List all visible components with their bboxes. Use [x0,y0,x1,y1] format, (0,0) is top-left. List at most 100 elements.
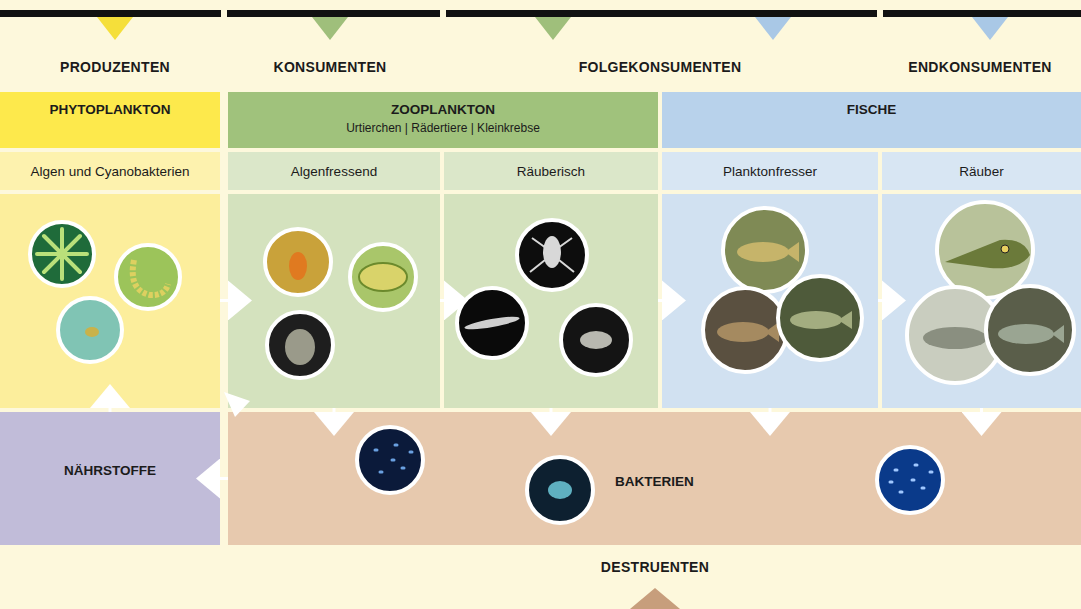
alga-photo [58,298,122,362]
corner-arrow [224,392,250,417]
zooplankton-photo [517,220,587,290]
header-bar [227,10,440,17]
destruent-marker [630,588,680,609]
fish-photo [703,288,787,372]
level-heading: FOLGEKONSUMENTEN [579,59,742,75]
zooplankton-photo [350,244,416,310]
pike-head [945,240,1030,268]
flow-arrow [980,408,983,412]
fish [737,242,789,262]
copepod [543,236,561,268]
trophic-column: Algenfressend [228,152,440,408]
node-title: BAKTERIEN [615,474,1081,489]
bacteria-cluster [548,481,572,499]
pike-eye [1001,245,1009,253]
flow-arrow [769,408,772,412]
label-slot: KONSUMENTEN [274,59,387,75]
flow-arrow [878,299,882,302]
header-bar [0,10,221,17]
zooplankton-photo [457,288,527,358]
fish-photo [937,202,1033,298]
trophic-column: Räuberisch [444,152,658,408]
header-marker [972,17,1008,40]
node-title: Räuber [882,152,1081,190]
flow-arrow [550,408,553,412]
bacteria-fill [228,412,1081,545]
node-title: NÄHRSTOFFE [64,463,156,478]
header-marker [312,17,348,40]
level-heading: KONSUMENTEN [274,59,387,75]
flow-arrow [333,408,336,412]
node-title: Planktonfresser [662,152,878,190]
bacteria-photo [877,447,943,513]
flow-arrow [109,408,112,412]
level-heading: PRODUZENTEN [60,59,170,75]
fish [790,311,842,329]
node-title: FISCHE [847,102,897,118]
level-heading: ENDKONSUMENTEN [908,59,1051,75]
fish-photo [723,208,807,292]
bacteria-photo [527,457,593,523]
bacteria-dots [375,445,412,472]
image-panel [662,194,878,408]
label-slot: PRODUZENTEN [60,59,170,75]
fish-photo [986,286,1074,374]
image-panel [444,194,658,408]
alga-photo [116,245,180,309]
flow-arrow [220,299,228,302]
flow-arrow [440,299,444,302]
connector-group [110,300,982,478]
rotifer [289,252,307,280]
bacteria-photo [357,427,423,493]
label-slot: DESTRUENTEN [601,559,709,575]
water-flea [285,329,315,365]
fish-photo [778,276,862,360]
label-slot: ENDKONSUMENTEN [908,59,1051,75]
zooplankton-photo [561,305,631,375]
flow-arrow [658,299,662,302]
image-panel [228,194,440,408]
group-band: FISCHE [662,92,1081,148]
fish [717,322,769,342]
image-panel [0,194,220,408]
group-band: ZOOPLANKTON Urtierchen | Rädertiere | Kle… [228,92,658,148]
trophic-column: Planktonfresser [662,152,878,408]
level-heading: DESTRUENTEN [601,559,709,575]
bacteria-dots [890,465,932,492]
nutrient-fill [0,412,220,545]
crustacean [580,331,612,349]
node-title: Algenfressend [228,152,440,190]
node-title: Räuberisch [444,152,658,190]
trophic-column: Algen und Cyanobakterien [0,152,220,408]
nutrient-box: NÄHRSTOFFE [0,412,220,545]
fish-tail [838,311,852,329]
group-band: PHYTOPLANKTON [0,92,220,148]
trout [998,324,1054,344]
bacteria-box: BAKTERIEN [228,412,1081,545]
header-marker [535,17,571,40]
label-slot: FOLGEKONSUMENTEN [579,59,742,75]
node-title: Algen und Cyanobakterien [0,152,220,190]
trophic-column: Räuber [882,152,1081,408]
flow-arrow [220,477,228,480]
header-bar [446,10,877,17]
zooplankton-photo [267,312,333,378]
node-title: PHYTOPLANKTON [49,102,170,118]
alga-photo [30,222,94,286]
node-subtitle: Urtierchen | Rädertiere | Kleinkrebse [346,121,540,136]
alga-cell [85,327,99,337]
fish-tail [785,242,799,262]
fish-tail [1052,325,1064,343]
node-title: ZOOPLANKTON [391,102,495,118]
zooplankton-photo [265,229,331,295]
larva [464,314,521,332]
header-marker [97,17,133,40]
header-marker [755,17,791,40]
image-panel [882,194,1081,408]
star-alga [37,229,87,279]
fish [923,327,987,349]
copepod-legs [530,238,574,272]
cyano-chain [133,260,168,295]
